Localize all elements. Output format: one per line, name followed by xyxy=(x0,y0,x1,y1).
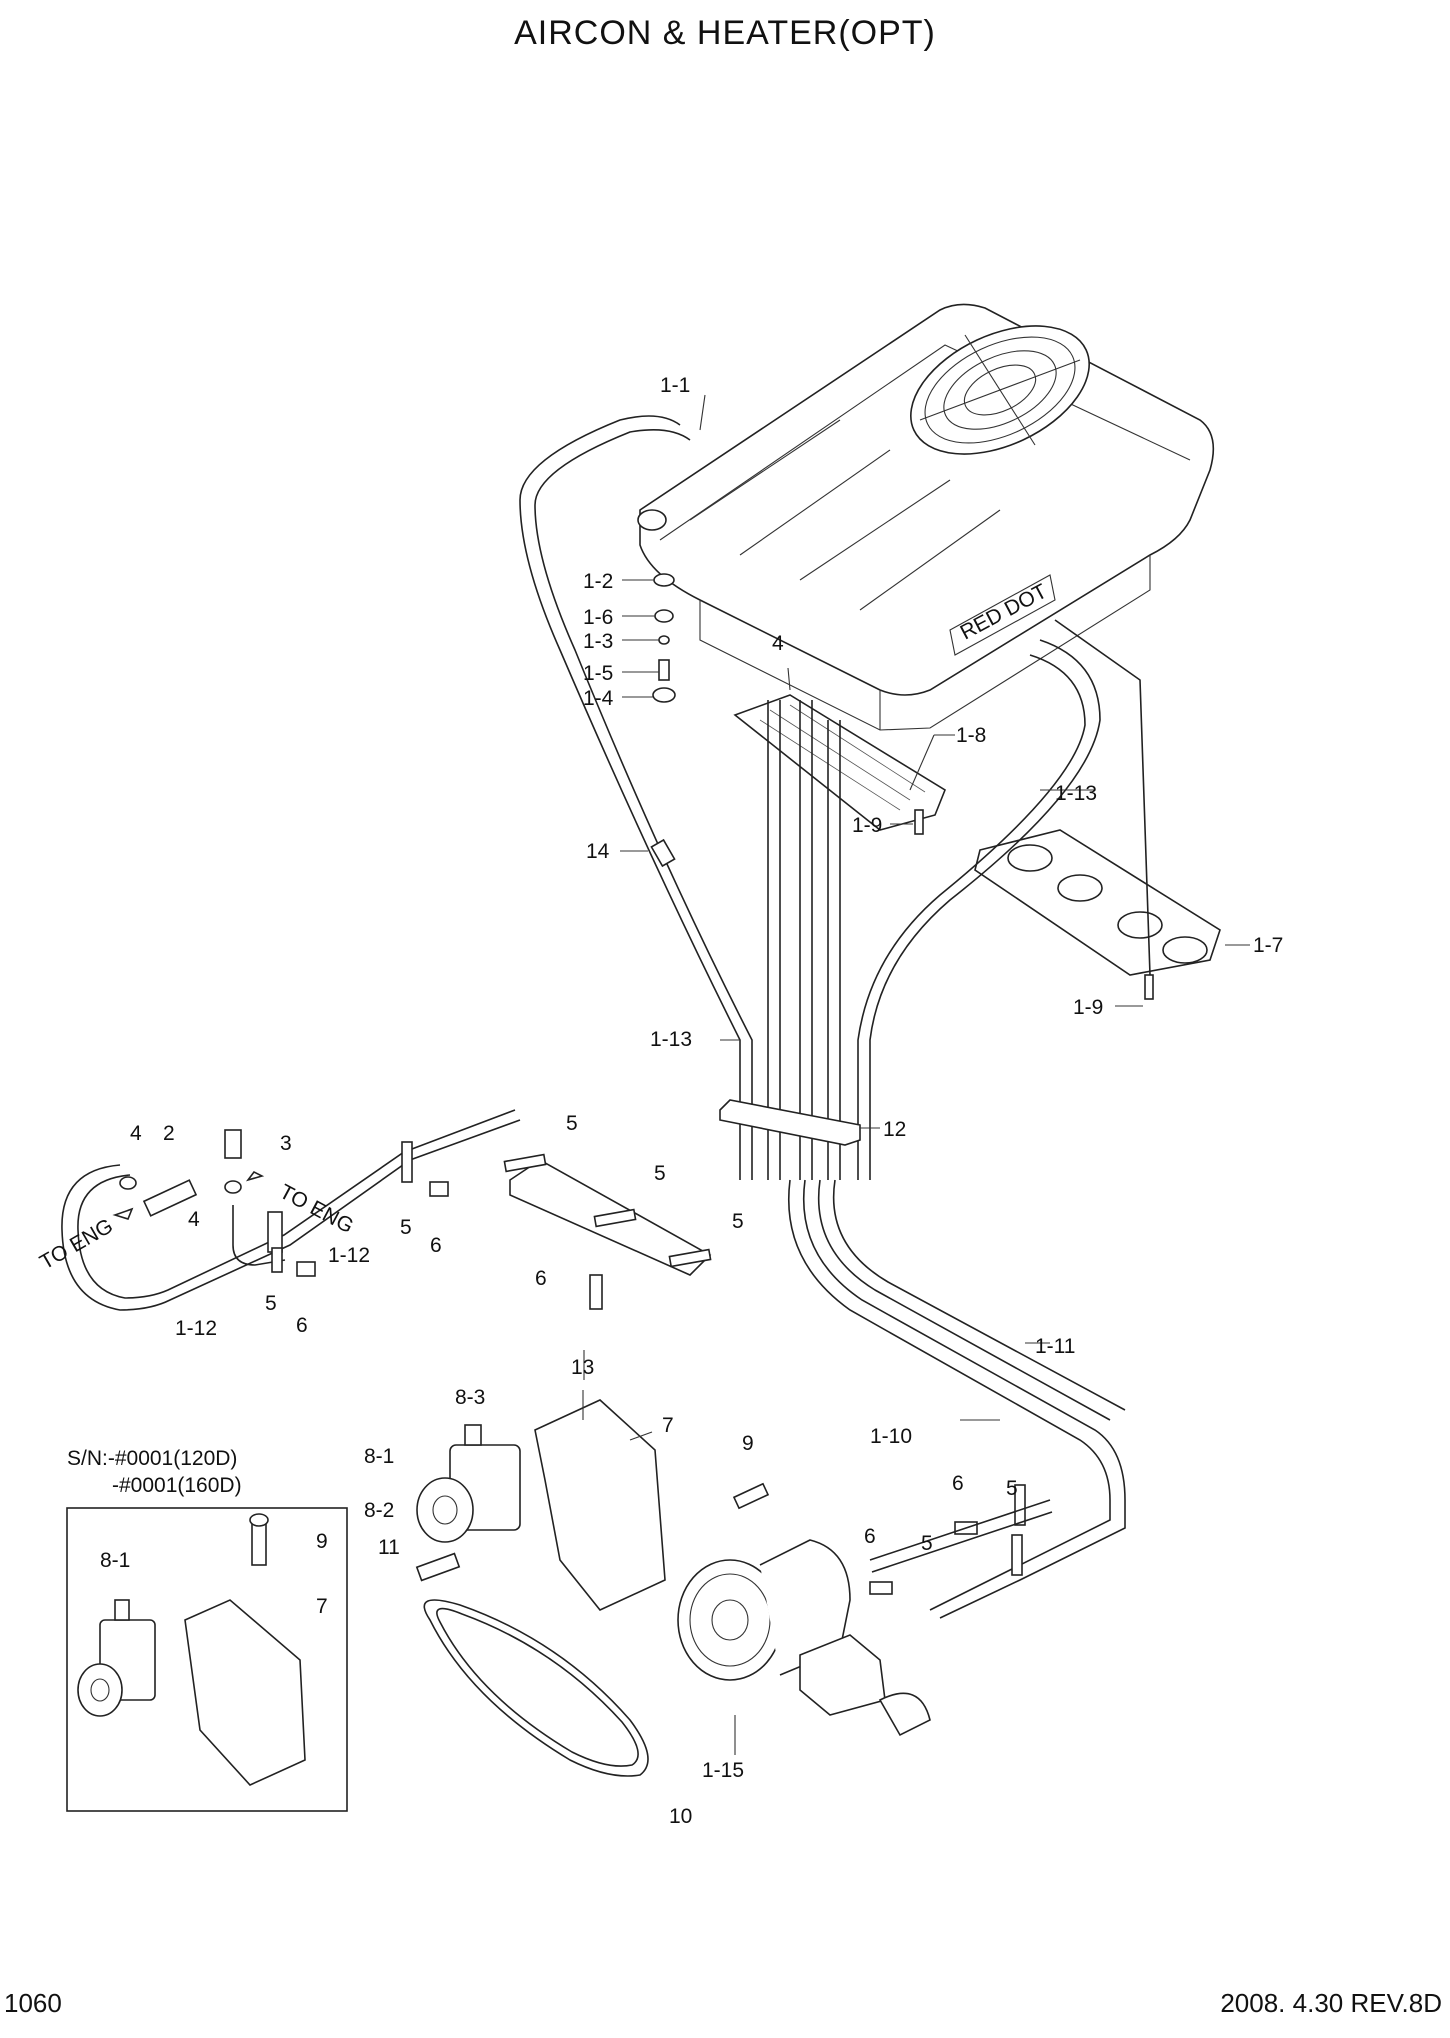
callout-5-b: 5 xyxy=(654,1162,666,1185)
callout-1-11: 1-11 xyxy=(1035,1335,1075,1358)
callout-12: 12 xyxy=(883,1118,906,1141)
callout-1-7: 1-7 xyxy=(1253,934,1283,957)
callout-8-3: 8-3 xyxy=(455,1386,485,1409)
inset-serial-note-2: -#0001(160D) xyxy=(112,1474,242,1497)
callout-6-a: 6 xyxy=(430,1234,442,1257)
clamp-12 xyxy=(719,1099,880,1146)
callout-5-g: 5 xyxy=(921,1532,933,1555)
callout-1-2: 1-2 xyxy=(583,570,613,593)
callout-1-12-b: 1-12 xyxy=(175,1317,217,1340)
callout-5-d: 5 xyxy=(400,1216,412,1239)
callout-5-f: 5 xyxy=(1006,1477,1018,1500)
leader-lines xyxy=(583,394,1095,1441)
callout-1-6: 1-6 xyxy=(583,606,613,629)
callout-1-4: 1-4 xyxy=(583,687,614,710)
inset-callout-9: 9 xyxy=(316,1530,328,1553)
callout-1-9-top: 1-9 xyxy=(852,814,882,837)
callout-1-15: 1-15 xyxy=(702,1759,744,1782)
callout-1-10: 1-10 xyxy=(870,1425,912,1448)
callout-11: 11 xyxy=(378,1536,400,1559)
callout-4-lower: 4 xyxy=(188,1208,200,1231)
inset-callout-8-1: 8-1 xyxy=(100,1549,130,1572)
callout-7: 7 xyxy=(662,1414,674,1437)
hose-bundle xyxy=(519,415,1151,1619)
page-number: 1060 xyxy=(4,1988,62,2018)
callout-9: 9 xyxy=(742,1432,754,1455)
callout-1-5: 1-5 xyxy=(583,662,613,685)
right-hose-brackets xyxy=(799,1484,1053,1737)
revision-date: 2008. 4.30 REV.8D xyxy=(1220,1988,1442,2018)
callout-4-left: 4 xyxy=(130,1122,142,1145)
callout-5-c: 5 xyxy=(732,1210,744,1233)
mounting-hardware-stack xyxy=(622,573,676,703)
inset-panel xyxy=(66,1507,348,1812)
callout-2: 2 xyxy=(163,1122,175,1145)
inset-serial-note-1: S/N:-#0001(120D) xyxy=(67,1447,237,1470)
callout-1-8: 1-8 xyxy=(956,724,986,747)
callout-1-12-a: 1-12 xyxy=(328,1244,370,1267)
callout-1-3: 1-3 xyxy=(583,630,613,653)
vent-panel-1-7 xyxy=(974,829,1250,1007)
callout-13: 13 xyxy=(571,1356,594,1379)
to-eng-label-1: TO ENG xyxy=(36,1214,117,1274)
callout-3: 3 xyxy=(280,1132,292,1155)
callout-10: 10 xyxy=(669,1805,692,1828)
callout-8-1: 8-1 xyxy=(364,1445,394,1468)
callout-1-13-top: 1-13 xyxy=(1055,782,1097,805)
to-eng-label-2: TO ENG xyxy=(276,1180,358,1238)
callout-6-c: 6 xyxy=(535,1267,547,1290)
callout-5-e: 5 xyxy=(265,1292,277,1315)
compressor-1-15 xyxy=(677,1539,851,1755)
callout-6-d: 6 xyxy=(952,1472,964,1495)
callout-4-top: 4 xyxy=(772,632,784,655)
callout-1-13-mid: 1-13 xyxy=(650,1028,692,1051)
callout-6-b: 6 xyxy=(296,1314,308,1337)
inset-callout-7: 7 xyxy=(316,1595,328,1618)
aircon-unit-1-1: RED DOT xyxy=(637,303,1215,731)
page-title: AIRCON & HEATER(OPT) xyxy=(514,14,936,52)
tensioner-assembly xyxy=(415,1390,770,1611)
callout-1-1: 1-1 xyxy=(660,374,690,397)
callout-14: 14 xyxy=(586,840,610,863)
callout-6-e: 6 xyxy=(864,1525,876,1548)
drain-hose-14 xyxy=(620,838,676,868)
callout-1-9-bottom: 1-9 xyxy=(1073,996,1103,1019)
callout-5-a: 5 xyxy=(566,1112,578,1135)
drive-belt-10 xyxy=(423,1599,649,1777)
callout-8-2: 8-2 xyxy=(364,1499,394,1522)
hose-bracket xyxy=(271,1141,712,1310)
